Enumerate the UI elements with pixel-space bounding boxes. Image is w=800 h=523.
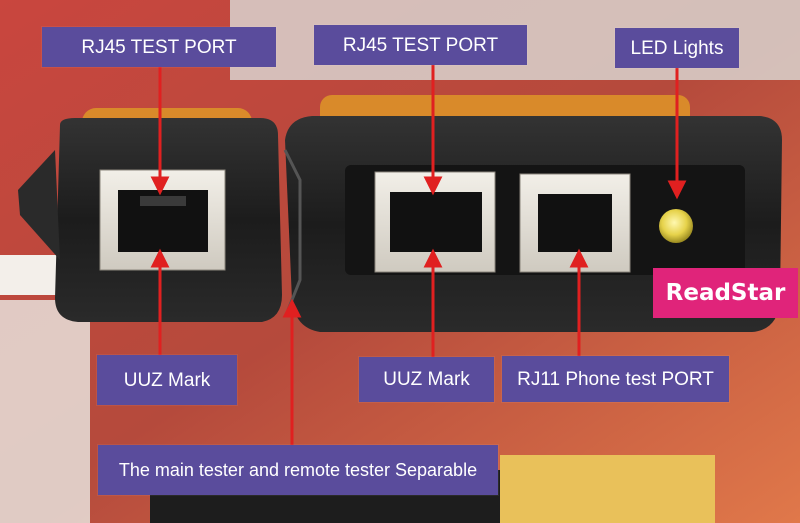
background-box-lower-left <box>0 300 90 523</box>
rj45-test-port-label-left: RJ45 TEST PORT <box>42 27 276 67</box>
rj45-test-port-label-right: RJ45 TEST PORT <box>314 25 527 65</box>
remote-port-contacts <box>140 196 186 206</box>
arrows <box>150 65 687 445</box>
brand-logo: ReadStar <box>653 268 798 318</box>
remote-tester-unit <box>18 108 282 322</box>
uuz-mark-label-right: UUZ Mark <box>359 357 494 402</box>
remote-side-wing <box>18 150 60 260</box>
main-rj11-port-opening <box>538 194 612 252</box>
uuz-mark-label-left: UUZ Mark <box>97 355 237 405</box>
separation-seam <box>283 149 302 311</box>
separable-tester-label: The main tester and remote tester Separa… <box>98 445 498 495</box>
rj11-phone-test-port-label: RJ11 Phone test PORT <box>502 356 729 402</box>
led-light <box>659 209 693 243</box>
led-lights-label: LED Lights <box>615 28 739 68</box>
main-rj45-port-opening <box>390 192 482 252</box>
background-box-bottom-right <box>500 455 715 523</box>
